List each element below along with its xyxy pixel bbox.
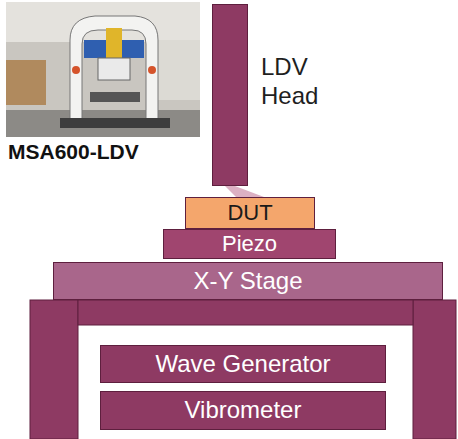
beam-shape — [225, 186, 264, 197]
node-label: LDV Head — [261, 53, 331, 111]
instrument-name: MSA600-LDV — [8, 140, 139, 164]
node-label: Vibrometer — [185, 397, 302, 423]
node-label: Piezo — [222, 232, 277, 256]
instrument-photo — [6, 2, 200, 137]
piezo-box: Piezo — [163, 229, 336, 259]
ldv-head-box: LDV Head — [212, 4, 248, 186]
wave-generator-box: Wave Generator — [100, 345, 386, 383]
support-table — [30, 300, 456, 439]
xy-stage-box: X-Y Stage — [53, 262, 443, 300]
node-label: DUT — [227, 201, 272, 225]
node-label: Wave Generator — [155, 351, 330, 377]
node-label: X-Y Stage — [194, 268, 303, 294]
vibrometer-box: Vibrometer — [100, 391, 386, 430]
dut-box: DUT — [185, 197, 315, 229]
laser-beam — [225, 186, 264, 197]
